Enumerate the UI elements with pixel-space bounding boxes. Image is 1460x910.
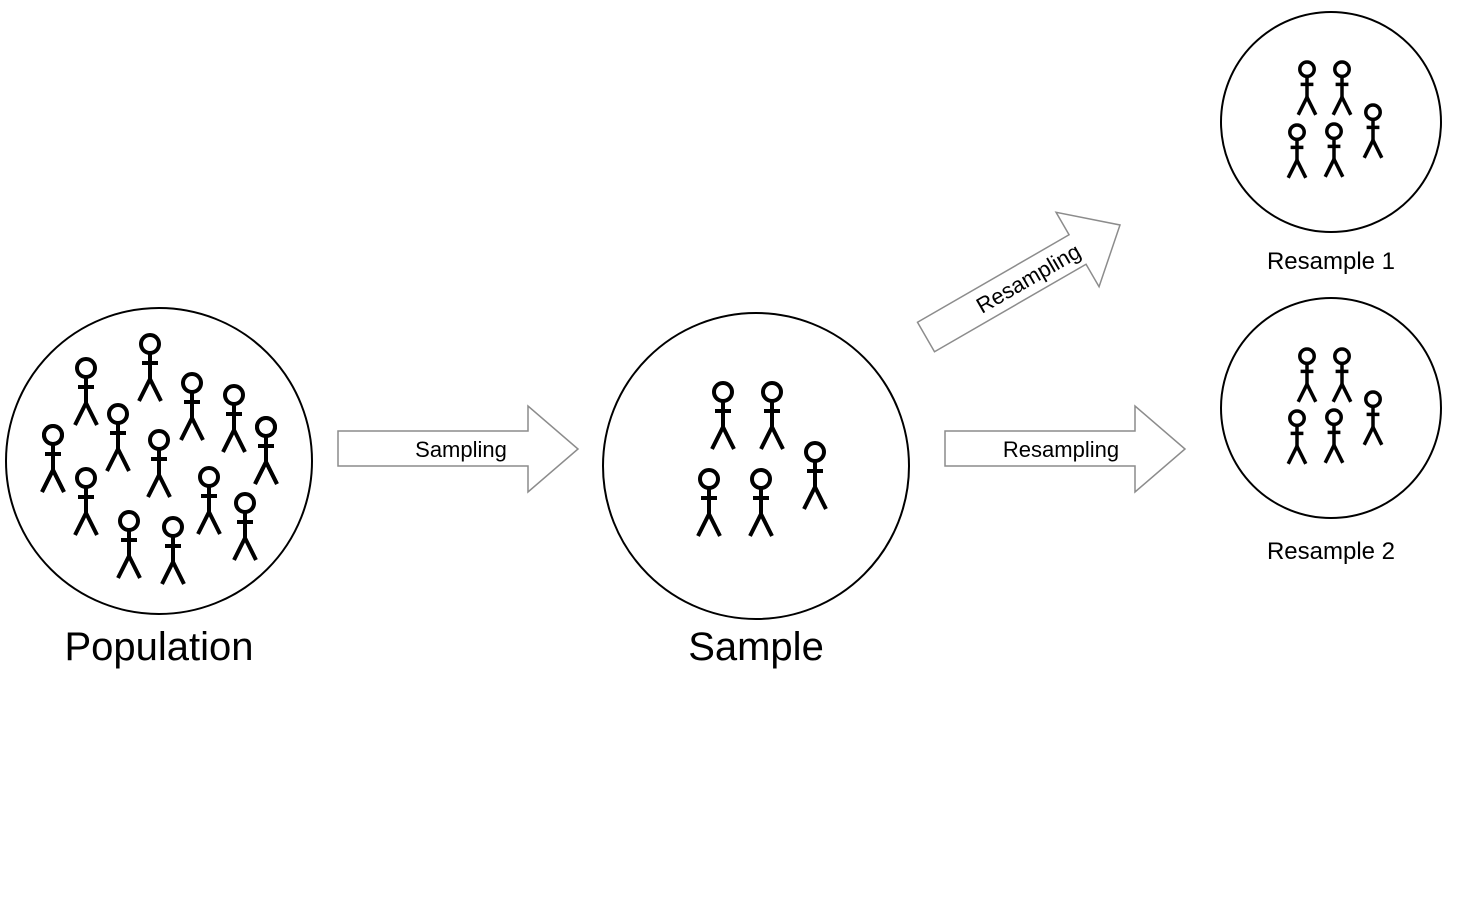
resampling-arrow-upper: Resampling: [916, 211, 1121, 353]
stick-figure-icon: [710, 381, 736, 450]
stick-figure-icon: [105, 403, 131, 472]
sampling-arrow: Sampling: [337, 404, 580, 494]
stick-figure-icon: [1331, 347, 1353, 403]
resample-1-label: Resample 1: [1267, 248, 1395, 275]
stick-figure-icon: [1296, 347, 1318, 403]
resampling-arrow-upper-shape: [916, 211, 1121, 353]
stick-figure-icon: [179, 372, 205, 441]
stick-figure-icon: [116, 510, 142, 579]
sample-label: Sample: [688, 625, 824, 669]
resample-2-label: Resample 2: [1267, 538, 1395, 565]
stick-figure-icon: [40, 424, 66, 493]
stick-figure-icon: [759, 381, 785, 450]
sampling-arrow-shape: [337, 404, 580, 494]
resample-1-group: Resample 1: [1220, 11, 1442, 275]
stick-figure-icon: [253, 416, 279, 485]
population-figures: [40, 333, 279, 585]
sample-group: Sample: [602, 312, 910, 669]
population-group: Population: [5, 307, 313, 669]
sample-circle: [602, 312, 910, 620]
stick-figure-icon: [232, 492, 258, 561]
sample-figures: [696, 381, 828, 537]
stick-figure-icon: [1323, 408, 1345, 464]
stick-figure-icon: [1362, 103, 1384, 159]
resample-1-figures: [1286, 60, 1384, 179]
stick-figure-icon: [1323, 122, 1345, 178]
stick-figure-icon: [1362, 390, 1384, 446]
resample-2-figures: [1286, 347, 1384, 465]
stick-figure-icon: [73, 467, 99, 536]
stick-figure-icon: [137, 333, 163, 402]
stick-figure-icon: [221, 384, 247, 453]
stick-figure-icon: [1296, 60, 1318, 116]
resampling-arrow-lower-label: Resampling: [1003, 437, 1119, 462]
stick-figure-icon: [196, 466, 222, 535]
stick-figure-icon: [748, 468, 774, 537]
sampling-arrow-label: Sampling: [415, 437, 507, 462]
resampling-arrow-upper-label: Resampling: [972, 239, 1085, 319]
stick-figure-icon: [1331, 60, 1353, 116]
stick-figure-icon: [146, 429, 172, 498]
stick-figure-icon: [696, 468, 722, 537]
stick-figure-icon: [1286, 123, 1308, 179]
population-label: Population: [64, 625, 253, 669]
resample-2-group: Resample 2: [1220, 297, 1442, 565]
stick-figure-icon: [160, 516, 186, 585]
resampling-arrow-lower-shape: [944, 404, 1187, 494]
stick-figure-icon: [1286, 409, 1308, 465]
resample-1-circle: [1220, 11, 1442, 233]
resample-2-circle: [1220, 297, 1442, 519]
resampling-arrow-lower: Resampling: [944, 404, 1187, 494]
stick-figure-icon: [73, 357, 99, 426]
stick-figure-icon: [802, 441, 828, 510]
